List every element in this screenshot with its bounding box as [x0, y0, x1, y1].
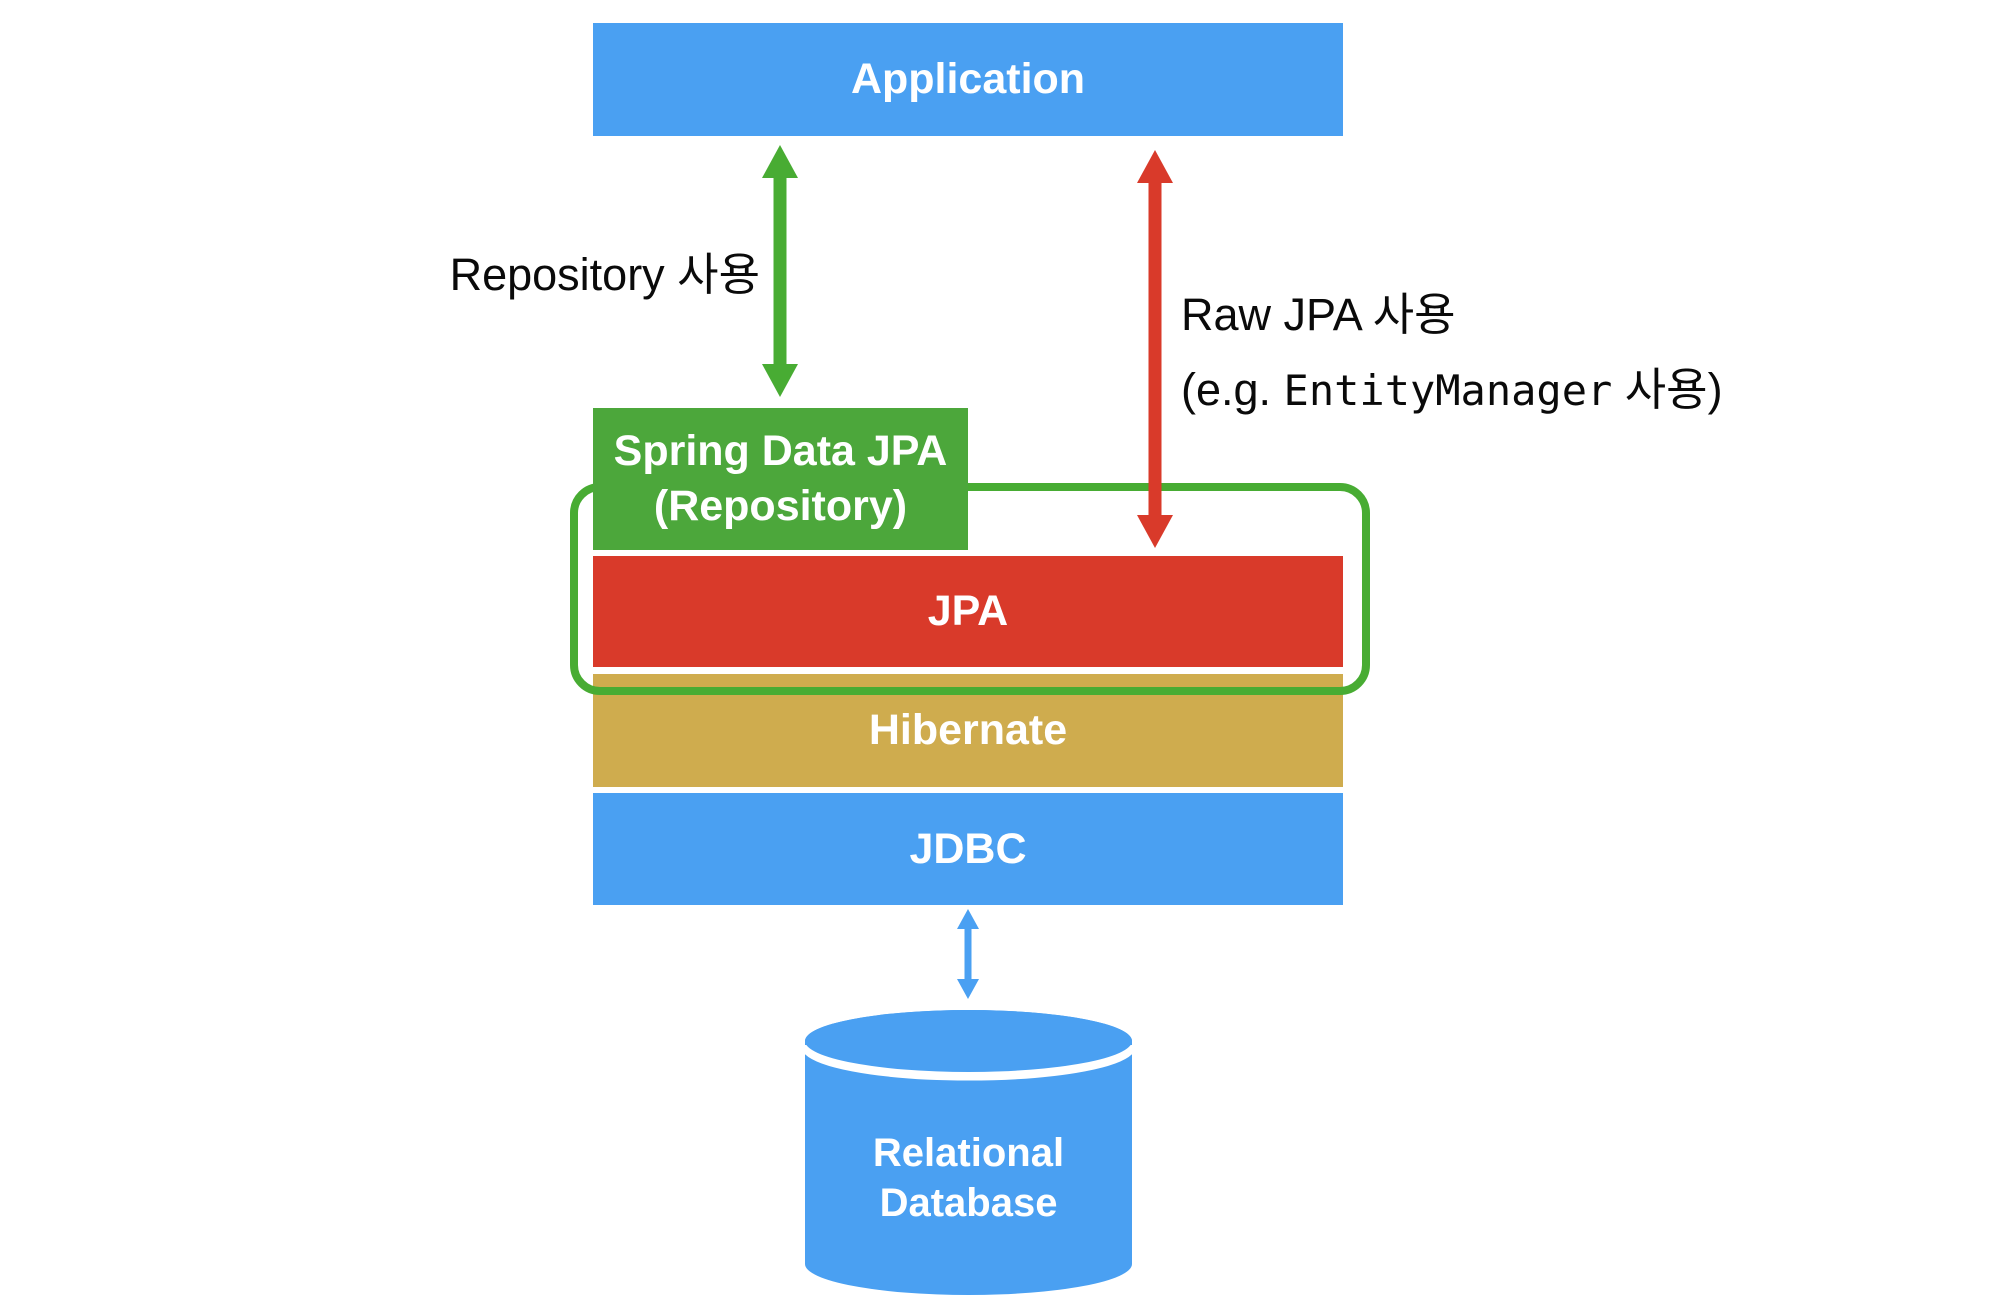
- raw-jpa-usage-label: Raw JPA 사용 (e.g. EntityManager 사용): [1181, 277, 1723, 428]
- database-label-line2: Database: [879, 1181, 1058, 1225]
- spring-data-jpa-label-line2: (Repository): [653, 482, 908, 530]
- jpa-box: JPA: [593, 556, 1343, 667]
- jpa-label: JPA: [927, 587, 1009, 635]
- jdbc-box: JDBC: [593, 793, 1343, 905]
- raw-jpa-usage-arrow: [1137, 150, 1173, 548]
- repository-usage-arrow: [762, 145, 798, 397]
- cylinder-top: [805, 1010, 1132, 1072]
- cylinder-body: [805, 1010, 1132, 1295]
- spring-data-jpa-label-line1: Spring Data JPA: [613, 427, 948, 475]
- database-label-line1: Relational: [872, 1131, 1065, 1175]
- database-cylinder: [805, 1010, 1132, 1295]
- repository-usage-label: Repository 사용: [449, 249, 760, 300]
- raw-jpa-usage-line2: (e.g. EntityManager 사용): [1181, 352, 1723, 428]
- entitymanager-code: EntityManager: [1283, 366, 1613, 415]
- raw-jpa-line2-suffix: 사용): [1612, 364, 1723, 415]
- cylinder-separator: [805, 1044, 1132, 1081]
- spring-data-jpa-box: Spring Data JPA (Repository): [593, 408, 968, 550]
- jdbc-label: JDBC: [909, 824, 1027, 873]
- raw-jpa-usage-line1: Raw JPA 사용: [1181, 289, 1456, 340]
- jdbc-database-arrow: [957, 909, 979, 999]
- application-box: Application: [593, 23, 1343, 136]
- hibernate-label: Hibernate: [868, 706, 1068, 754]
- application-label: Application: [850, 55, 1086, 103]
- jpa-group-outline: [570, 483, 1370, 695]
- database-label: Relational Database: [805, 1128, 1132, 1228]
- raw-jpa-line2-prefix: (e.g.: [1181, 364, 1284, 415]
